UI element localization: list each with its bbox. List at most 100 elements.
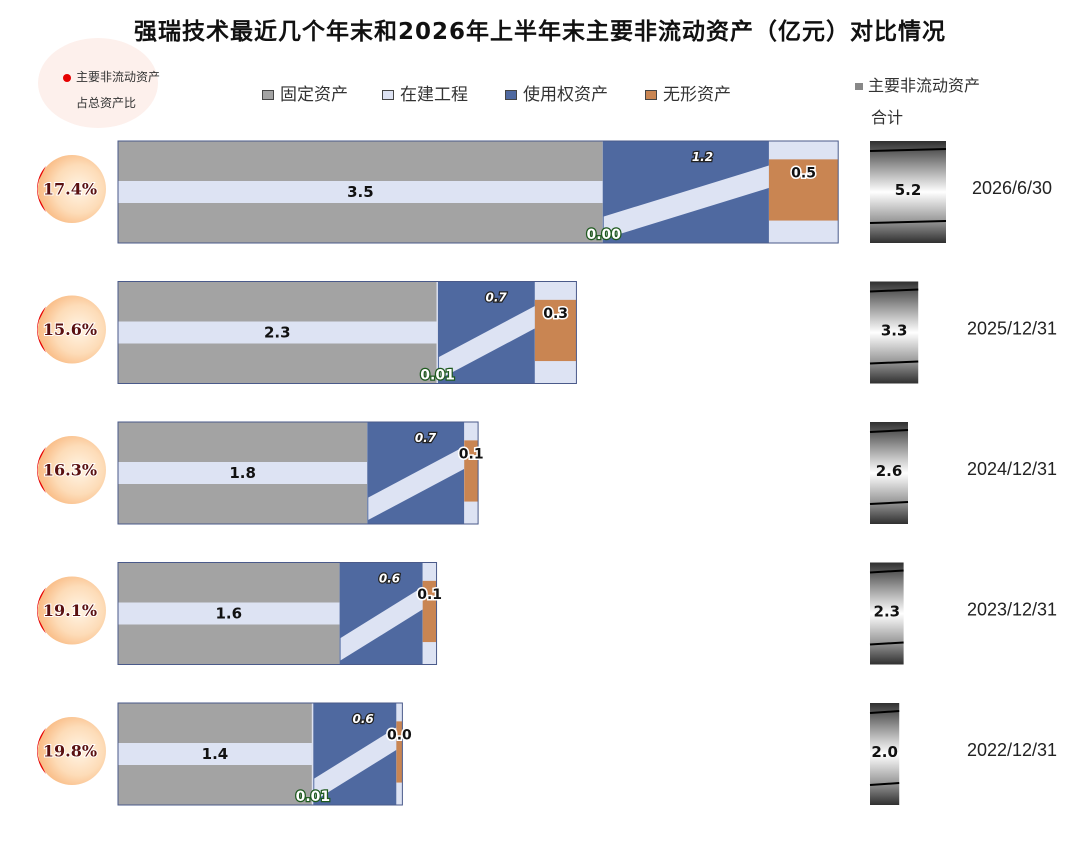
bar-construction-1 — [436, 281, 438, 384]
category-label-4: 2022/12/31 — [967, 740, 1057, 760]
total-bar-1 — [870, 281, 919, 384]
label-fixed-1: 2.3 — [264, 324, 291, 342]
bar-right-of-use-band-1 — [438, 305, 535, 380]
bar-intangible-3 — [422, 580, 437, 643]
bar-intangible-1 — [534, 299, 577, 362]
ratio-legend-dot-icon — [63, 74, 71, 82]
category-label-0: 2026/6/30 — [972, 178, 1052, 198]
legend-swatch-fixed-icon — [262, 90, 274, 100]
ratio-label-0: 17.4% — [43, 180, 97, 199]
label-intangible-4: 0.0 — [387, 728, 412, 744]
ratio-circle-0 — [38, 155, 106, 223]
legend-item-right-of-use: 使用权资产 — [505, 80, 608, 105]
bar-outline-3 — [117, 562, 438, 665]
bar-outline-0 — [117, 140, 839, 244]
ratio-legend: 主要非流动资产 占总资产比 — [38, 38, 161, 128]
ratio-circle-accent-0 — [37, 166, 46, 212]
total-label-0: 5.2 — [895, 181, 922, 199]
total-bar-line-bottom-0 — [869, 220, 947, 224]
total-bar-4 — [870, 703, 900, 805]
legend-label-construction: 在建工程 — [400, 85, 468, 105]
total-label-1: 3.3 — [881, 322, 908, 340]
ratio-label-3: 19.1% — [43, 601, 97, 620]
label-fixed-4: 1.4 — [202, 745, 229, 763]
total-bar-line-bottom-4 — [869, 782, 900, 786]
total-label-4: 2.0 — [871, 743, 898, 761]
bar-construction-4 — [311, 703, 314, 805]
legend-item-fixed: 固定资产 — [262, 80, 348, 105]
bar-intangible-2 — [464, 440, 479, 502]
label-right-of-use-0: 1.2 — [692, 150, 713, 164]
total-label-3: 2.3 — [874, 603, 901, 621]
total-bar-line-bottom-1 — [869, 360, 919, 365]
ratio-circle-3 — [38, 576, 106, 645]
label-construction-1: 0.01 — [420, 368, 455, 384]
label-construction-0: 0.00 — [586, 227, 621, 243]
legend-item-intangible: 无形资产 — [645, 80, 731, 105]
total-bar-line-top-0 — [869, 148, 947, 152]
total-legend-label-1: 主要非流动资产 — [868, 76, 981, 95]
label-right-of-use-4: 0.6 — [353, 712, 374, 726]
bar-fixed-band-4 — [118, 743, 312, 765]
total-bar-line-top-4 — [869, 710, 900, 714]
total-bar-line-top-3 — [869, 569, 904, 574]
bar-fixed-band-0 — [118, 181, 603, 203]
legend-label-fixed: 固定资产 — [280, 85, 348, 105]
legend-item-construction: 在建工程 — [382, 80, 468, 105]
label-fixed-3: 1.6 — [216, 605, 243, 623]
label-intangible-3: 0.1 — [417, 587, 442, 603]
label-right-of-use-2: 0.7 — [415, 431, 437, 445]
total-bar-line-bottom-3 — [869, 641, 904, 646]
label-intangible-0: 0.5 — [791, 166, 816, 182]
bar-right-of-use-band-2 — [368, 446, 465, 520]
bar-fixed-band-2 — [118, 462, 368, 484]
bar-right-of-use-band-4 — [314, 727, 397, 801]
total-bar-0 — [870, 141, 946, 243]
total-legend-label-2: 合计 — [871, 108, 904, 127]
category-label-1: 2025/12/31 — [967, 319, 1057, 339]
ratio-legend-label-1: 主要非流动资产 — [76, 70, 161, 84]
label-right-of-use-3: 0.6 — [379, 572, 400, 586]
total-bar-3 — [870, 562, 904, 665]
legend-swatch-right-of-use-icon — [505, 90, 517, 100]
ratio-circle-accent-3 — [37, 587, 46, 634]
ratio-label-4: 19.8% — [43, 742, 97, 761]
ratio-circle-accent-1 — [37, 306, 46, 353]
ratio-label-2: 16.3% — [43, 461, 97, 480]
total-legend-swatch-icon — [855, 83, 863, 90]
category-label-2: 2024/12/31 — [967, 459, 1057, 479]
label-intangible-2: 0.1 — [459, 447, 484, 463]
total-bar-line-top-1 — [869, 288, 919, 293]
bar-intangible-4 — [396, 721, 403, 783]
ratio-circle-4 — [38, 717, 106, 785]
category-label-3: 2023/12/31 — [967, 600, 1057, 620]
bar-fixed-band-1 — [118, 321, 437, 344]
bar-outline-4 — [117, 702, 403, 806]
bar-intangible-0 — [768, 159, 839, 221]
ratio-circle-1 — [38, 295, 106, 364]
label-intangible-1: 0.3 — [543, 306, 568, 322]
ratio-legend-label-2: 占总资产比 — [76, 96, 137, 110]
total-bar-2 — [870, 422, 908, 524]
total-label-2: 2.6 — [876, 462, 903, 480]
label-fixed-2: 1.8 — [229, 464, 256, 482]
label-fixed-0: 3.5 — [347, 183, 374, 201]
legend-swatch-intangible-icon — [645, 90, 657, 100]
legend-label-intangible: 无形资产 — [663, 85, 731, 105]
legend-label-right-of-use: 使用权资产 — [523, 85, 608, 105]
ratio-circle-accent-4 — [37, 728, 46, 774]
ratio-circle-accent-2 — [37, 447, 46, 493]
total-bar-line-top-2 — [869, 429, 909, 433]
label-right-of-use-1: 0.7 — [485, 291, 507, 305]
label-construction-4: 0.01 — [296, 789, 331, 805]
total-bar-line-bottom-2 — [869, 501, 909, 505]
total-legend: 主要非流动资产 合计 — [855, 72, 980, 128]
bar-outline-2 — [117, 421, 479, 525]
bar-right-of-use-band-3 — [340, 586, 423, 661]
chart-title: 强瑞技术最近几个年末和2026年上半年末主要非流动资产（亿元）对比情况 — [133, 19, 946, 45]
legend-swatch-construction-icon — [382, 90, 394, 100]
bar-outline-1 — [117, 281, 577, 384]
bar-fixed-band-3 — [118, 602, 340, 625]
ratio-circle-2 — [38, 436, 106, 504]
